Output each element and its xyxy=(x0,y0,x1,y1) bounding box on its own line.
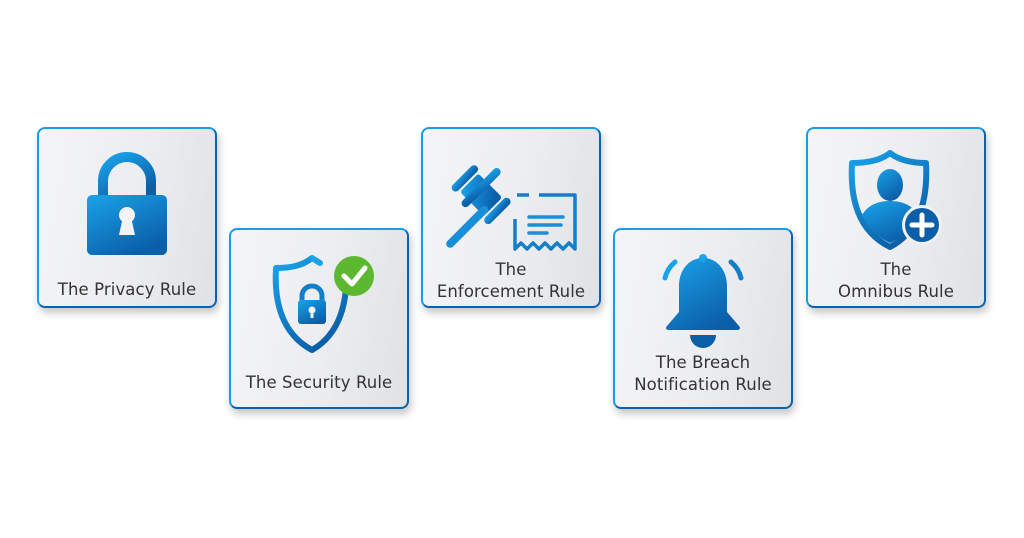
label-line-1: The xyxy=(495,260,527,279)
shield-lock-check-icon xyxy=(239,252,407,362)
card-label: The Security Rule xyxy=(231,372,407,394)
label-line-1: The Security Rule xyxy=(245,373,393,392)
bell-icon xyxy=(615,252,791,356)
card-enforcement-rule: The Enforcement Rule xyxy=(421,127,601,308)
card-label: The Breach Notification Rule xyxy=(615,352,791,396)
card-breach-notification-rule: The Breach Notification Rule xyxy=(613,228,793,409)
card-label: The Enforcement Rule xyxy=(423,259,599,303)
label-line-2: Enforcement Rule xyxy=(436,282,586,301)
shield-user-plus-icon xyxy=(808,149,984,253)
label-line-2: Notification Rule xyxy=(634,375,772,394)
card-privacy-rule: The Privacy Rule xyxy=(37,127,217,308)
card-security-rule: The Security Rule xyxy=(229,228,409,409)
label-line-1: The Breach xyxy=(655,353,751,372)
card-label: The Privacy Rule xyxy=(39,279,215,301)
label-line-2: Omnibus Rule xyxy=(838,282,954,301)
label-line-1: The xyxy=(880,260,912,279)
label-line-1: The Privacy Rule xyxy=(57,280,197,299)
padlock-icon xyxy=(39,151,215,257)
card-omnibus-rule: The Omnibus Rule xyxy=(806,127,986,308)
card-label: The Omnibus Rule xyxy=(808,259,984,303)
gavel-document-icon xyxy=(427,147,599,255)
